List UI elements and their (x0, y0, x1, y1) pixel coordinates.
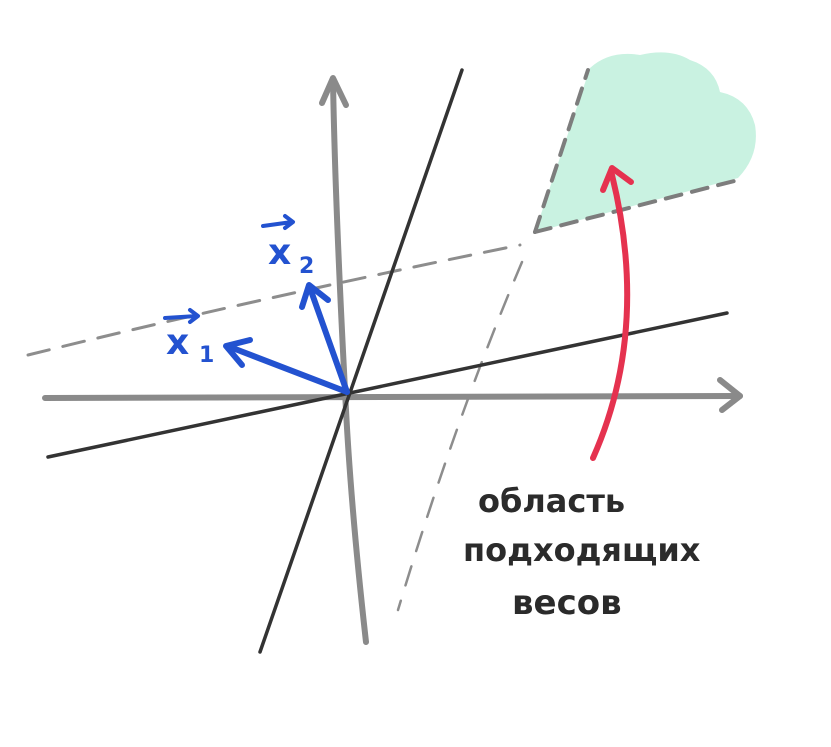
label-x1-index: 1 (199, 343, 214, 368)
region-dashed-edge-bottom (533, 178, 740, 234)
label-x2-letter: x (268, 232, 291, 273)
region-caption-line-3: весов (512, 583, 622, 623)
y-axis-arrowhead (319, 75, 349, 108)
vector-over-arrow-x2-icon (261, 214, 295, 230)
vector-over-arrow-x1-icon (163, 308, 200, 324)
label-x2-index: 2 (299, 254, 314, 279)
region-caption: область подходящих весов (463, 482, 701, 623)
boundary-line-shallow (46, 311, 729, 459)
vector-x2 (307, 285, 350, 395)
x-axis (42, 393, 743, 401)
dashed-guide-vertical (396, 260, 524, 612)
x-axis-arrowhead (717, 377, 743, 413)
region-dashed-edge-left (533, 68, 590, 234)
vector-x1 (227, 344, 350, 395)
pointer-arrow (590, 172, 631, 461)
region-caption-line-1: область (478, 482, 625, 520)
vector-x2-arrowhead-icon (299, 282, 331, 310)
pointer-arrowhead-icon (600, 165, 634, 193)
suitable-weights-region (535, 52, 756, 232)
boundary-line-steep (258, 68, 464, 654)
label-x1-letter: x (166, 322, 189, 363)
vector-x1-arrowhead-icon (223, 337, 253, 368)
region-caption-line-2: подходящих (463, 531, 701, 569)
label-x1: x 1 (163, 308, 214, 368)
label-x2: x 2 (261, 214, 314, 279)
